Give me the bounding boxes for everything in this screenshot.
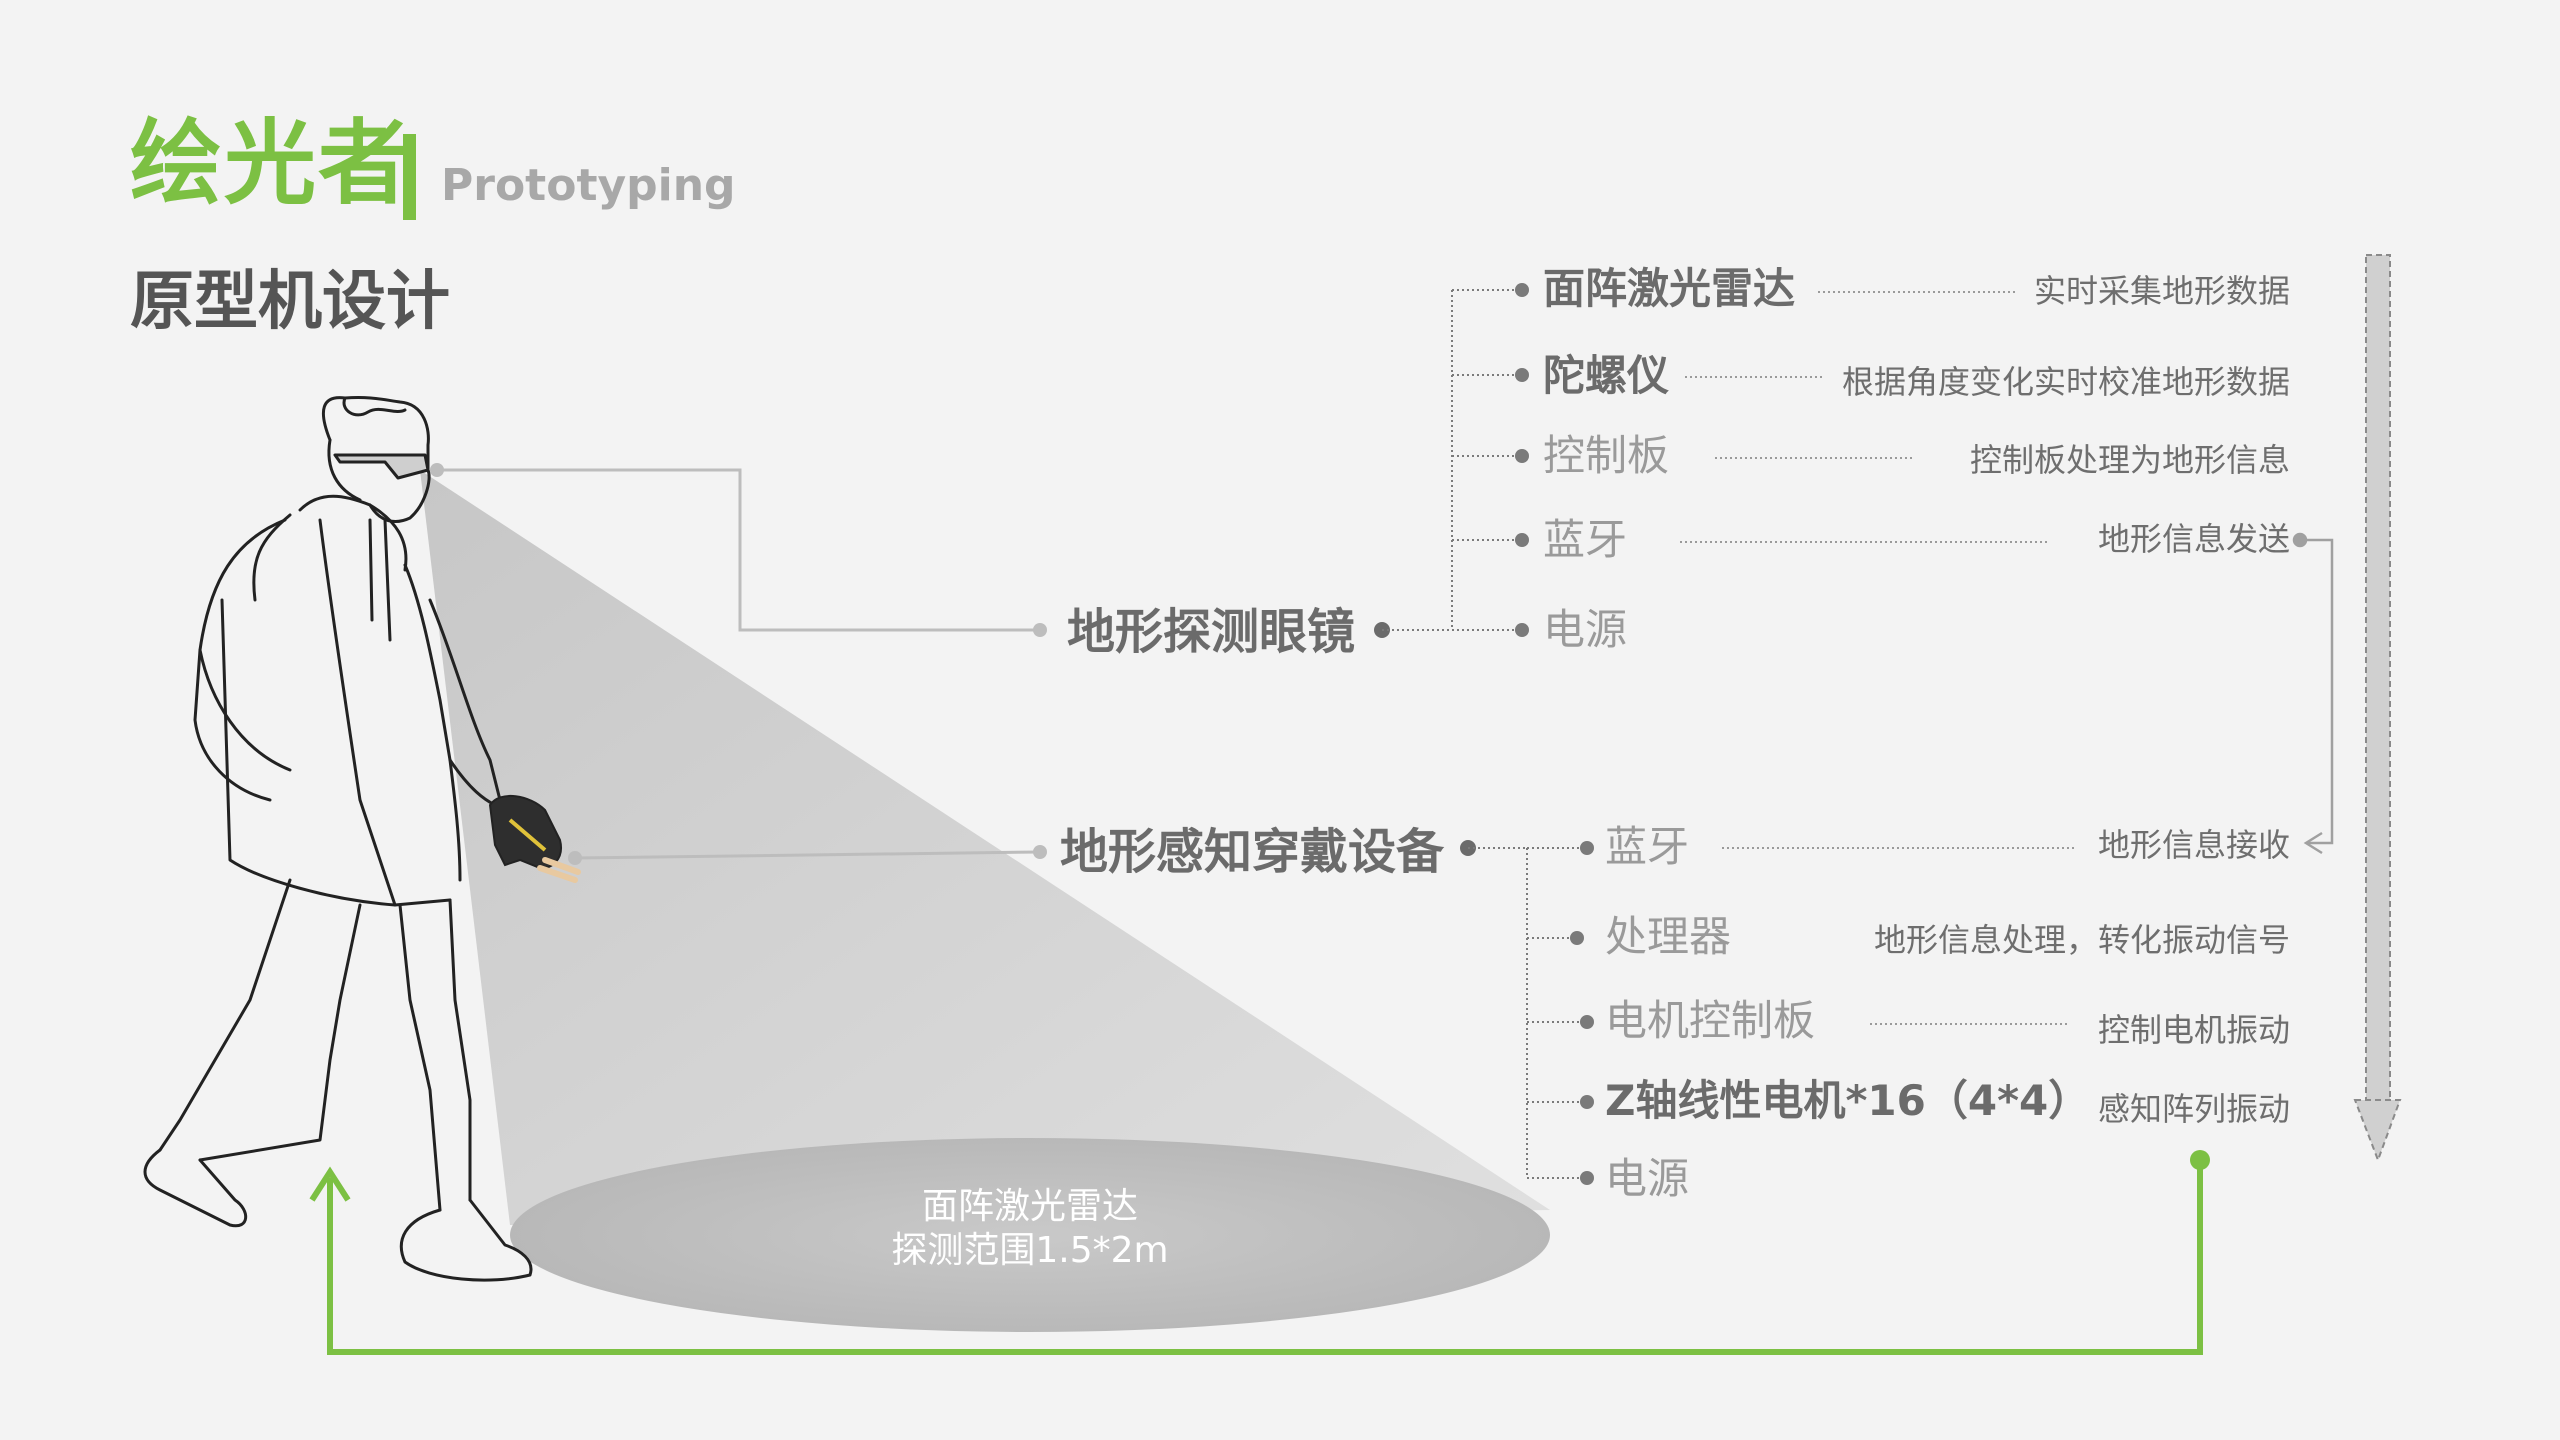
brand-title: 绘光者: [130, 110, 413, 217]
glasses-component-gyroscope: 陀螺仪: [1543, 351, 1670, 400]
wearable-leader-lines: [1722, 847, 2075, 1025]
wearable-desc-bluetooth: 地形信息接收: [2097, 826, 2290, 864]
detection-area-label: 面阵激光雷达 探测范围1.5*2m: [830, 1185, 1230, 1273]
glasses-tree-lines: [1382, 289, 1520, 631]
wearable-desc-motor-board: 控制电机振动: [2097, 1011, 2290, 1049]
glasses-desc-lidar: 实时采集地形数据: [2033, 272, 2290, 310]
brand-subtitle: Prototyping: [441, 160, 736, 211]
wearable-desc-linear-motors: 感知阵列振动: [2097, 1090, 2290, 1128]
wearable-hub-label: 地形感知穿戴设备: [1060, 824, 1445, 880]
wearable-tree-lines: [1468, 847, 1585, 1179]
glasses-hub-label: 地形探测眼镜: [1067, 604, 1356, 660]
brand-divider: [403, 134, 416, 220]
glasses-component-power: 电源: [1543, 605, 1628, 654]
glasses-component-lidar: 面阵激光雷达: [1543, 264, 1796, 313]
glove-device-illustration: [488, 794, 581, 883]
wearable-component-processor: 处理器: [1605, 912, 1732, 961]
bluetooth-link-arrow: [2292, 532, 2334, 855]
lidar-beam: [420, 470, 1550, 1225]
detection-area-ellipse: [510, 1138, 1550, 1332]
glove-connector-line: [574, 850, 1041, 860]
person-illustration: [143, 396, 533, 1282]
wearable-component-power: 电源: [1605, 1154, 1690, 1203]
glasses-component-control-board: 控制板: [1543, 431, 1670, 480]
wearable-component-linear-motors: Z轴线性电机*16（4*4）: [1605, 1076, 2091, 1125]
detection-area-title: 面阵激光雷达: [921, 1186, 1138, 1227]
flow-arrow: [2353, 254, 2402, 1163]
glasses-leader-lines: [1680, 291, 2050, 543]
wearable-desc-processor: 地形信息处理，转化振动信号: [1873, 921, 2290, 959]
glasses-desc-control-board: 控制板处理为地形信息: [1969, 441, 2290, 479]
page-title: 原型机设计: [130, 265, 450, 339]
glasses-desc-gyroscope: 根据角度变化实时校准地形数据: [1841, 363, 2290, 401]
glasses-connector-line: [437, 468, 1040, 632]
feedback-loop-arrow: [309, 1150, 2210, 1355]
wearable-component-motor-board: 电机控制板: [1605, 996, 1816, 1045]
glasses-desc-bluetooth: 地形信息发送: [2097, 520, 2290, 558]
glasses-component-bluetooth: 蓝牙: [1543, 515, 1628, 564]
detection-area-range: 探测范围1.5*2m: [891, 1230, 1169, 1271]
wearable-component-bluetooth: 蓝牙: [1605, 822, 1690, 871]
